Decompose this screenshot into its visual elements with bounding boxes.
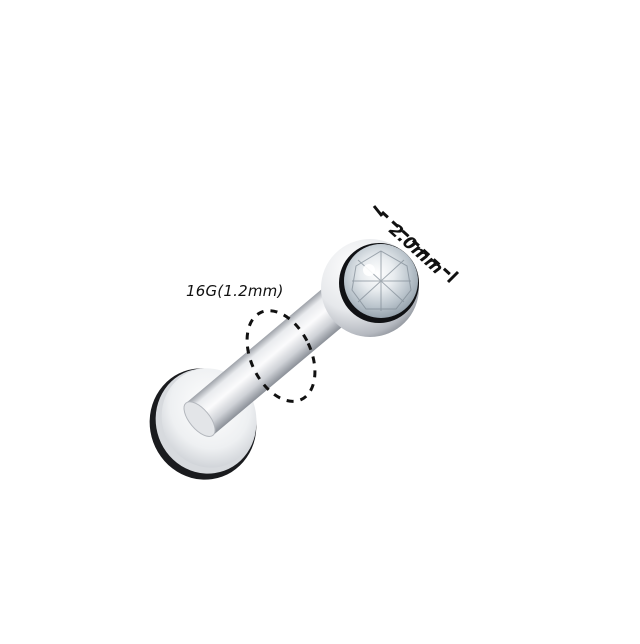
gauge-label: 16G(1.2mm) <box>186 282 284 300</box>
shaft <box>183 288 351 437</box>
bezel-ball-top <box>321 239 419 337</box>
ball-size-dimension-line <box>372 205 460 284</box>
gauge-indicator-dashed-ellipse <box>245 309 317 403</box>
